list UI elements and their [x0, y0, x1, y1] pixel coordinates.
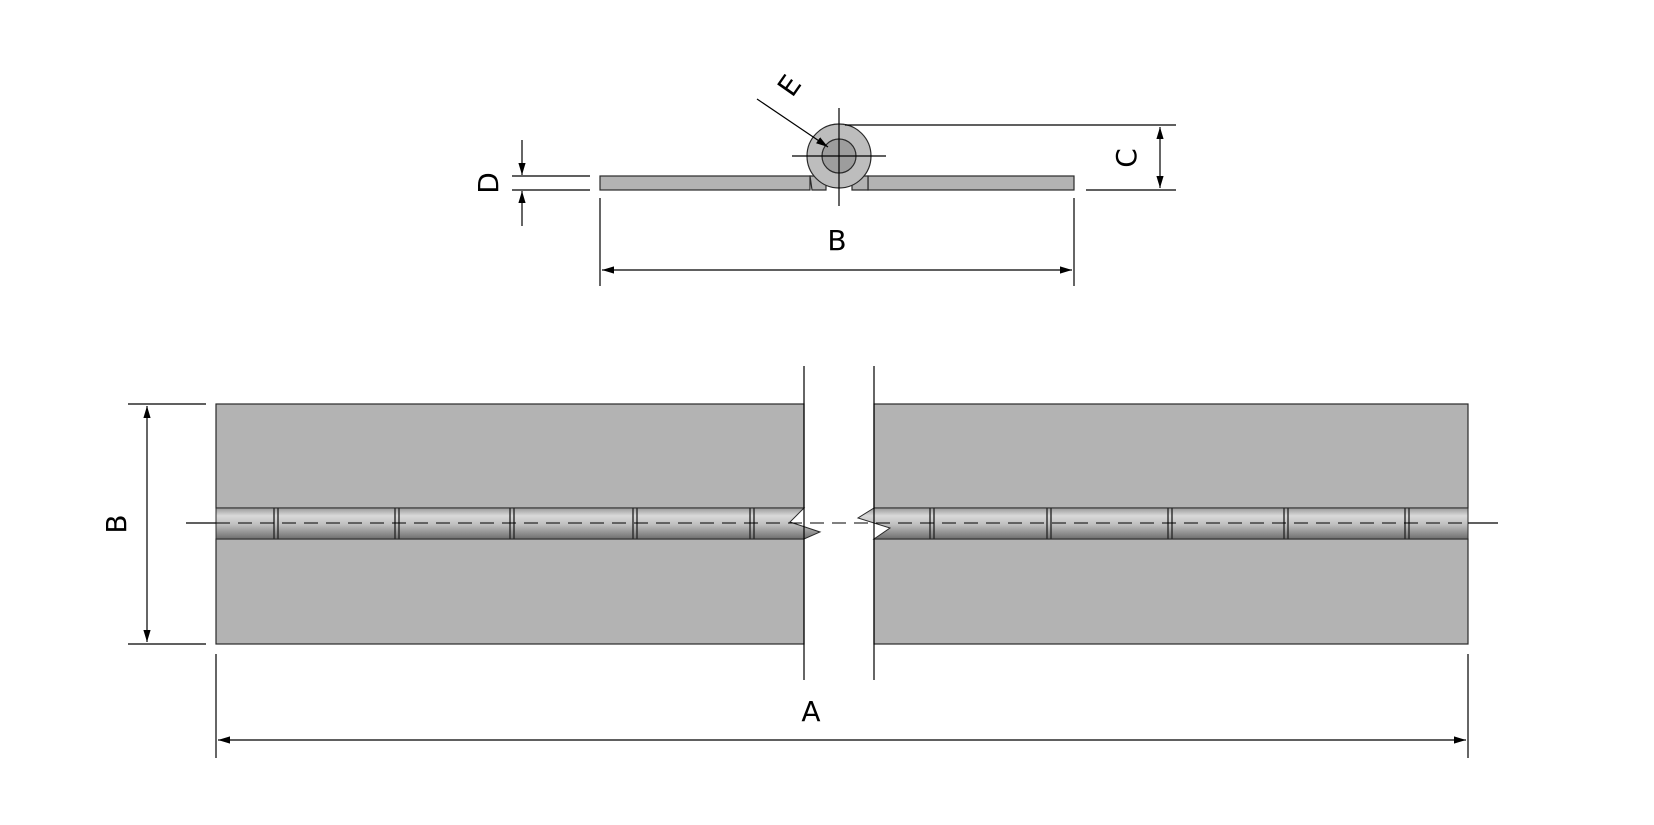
top-view-left-lower-leaf [215, 538, 805, 645]
label-length: A [801, 695, 820, 728]
label-height: C [1110, 148, 1143, 168]
top-view-left-upper-leaf [215, 403, 805, 509]
side-view: E C D B [472, 69, 1176, 286]
top-view-right-lower-leaf [873, 538, 1469, 645]
side-view-left-leaf [599, 175, 811, 191]
label-thickness: D [472, 172, 505, 194]
label-width-side: B [827, 224, 846, 257]
top-view-right-upper-leaf [873, 403, 1469, 509]
label-width-top: B [100, 514, 133, 533]
pin-leader-line [756, 98, 829, 148]
side-view-right-leaf [867, 175, 1075, 191]
top-view: B A [100, 366, 1498, 758]
label-pin: E [771, 69, 808, 102]
